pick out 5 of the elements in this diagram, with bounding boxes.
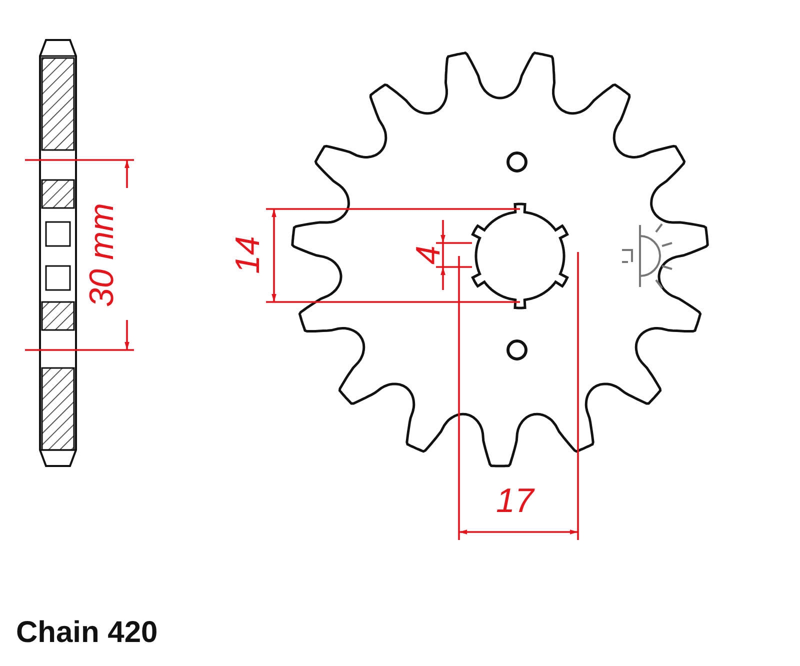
dimension-label: 17 xyxy=(496,484,534,518)
chain-size-label: Chain 420 xyxy=(16,616,158,650)
dimension-label: 30 mm xyxy=(84,203,119,307)
dimension-label: 14 xyxy=(230,236,265,274)
dimension-label: 4 xyxy=(410,246,445,264)
